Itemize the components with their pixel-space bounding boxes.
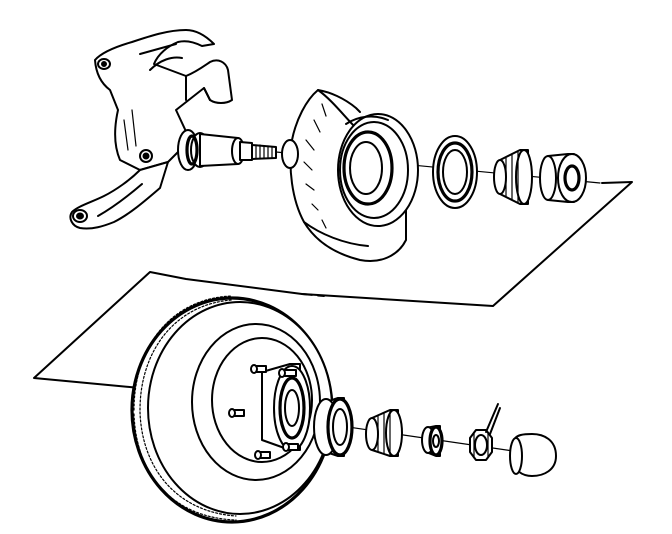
grease-seal (432, 135, 478, 209)
steering-knuckle (69, 29, 233, 230)
cotter-pin (485, 403, 501, 435)
outer-bearing-cup (313, 397, 354, 457)
wheel-studs (228, 364, 299, 460)
outer-bearing-race (539, 153, 587, 203)
dust-cap (509, 433, 557, 477)
hub-and-rotor (130, 295, 334, 524)
inner-bearing-race (337, 113, 419, 227)
rotor-vent-texture (133, 295, 237, 521)
outer-bearing-cone (365, 409, 403, 457)
washer (421, 425, 444, 457)
spindle (177, 129, 277, 171)
spindle-nut (469, 429, 493, 461)
alignment-plane (33, 181, 633, 389)
inner-bearing-cone (493, 149, 533, 205)
